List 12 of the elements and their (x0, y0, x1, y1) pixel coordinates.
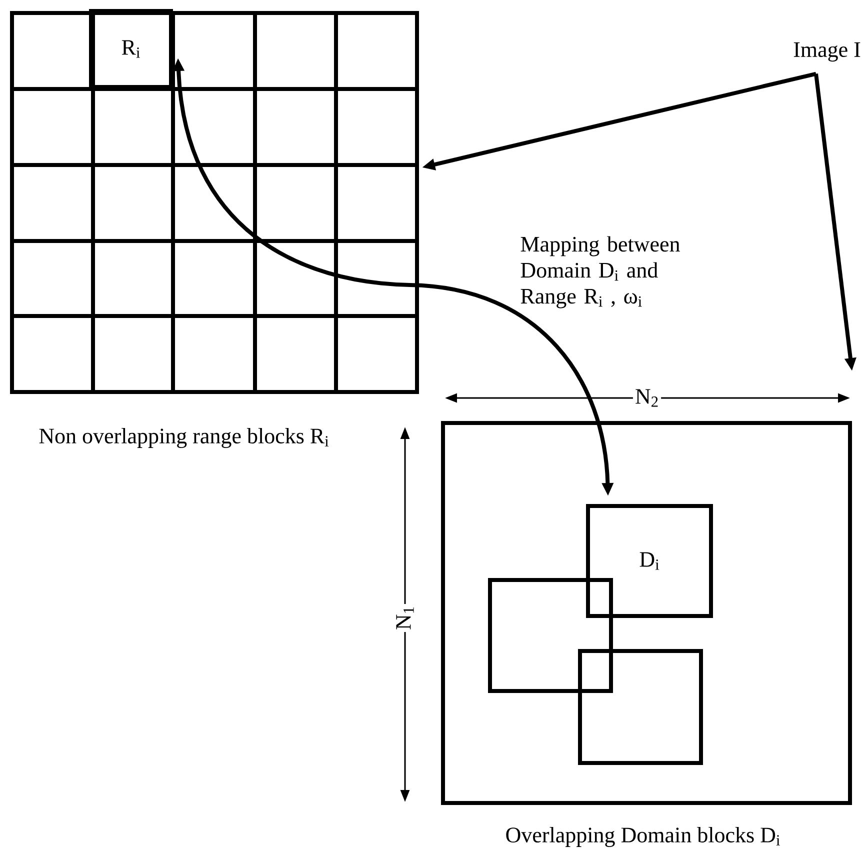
image-label: Image I (794, 42, 860, 62)
grid-cell: R$_{i}$ (89, 9, 173, 89)
range-grid (10, 11, 419, 394)
node-label: Non overlapping range blocks R$_{i}$ (39, 428, 329, 448)
dimension-label: N$_{2}$ (632, 387, 662, 409)
domain-block: D$_{i}$ (586, 504, 713, 618)
node-label: Overlapping Domain blocks D$_{i}$ (506, 827, 780, 847)
dimension-label: N$_{1}$ (394, 604, 416, 632)
domain-block (488, 578, 613, 693)
domain-block (578, 649, 703, 765)
annotation: Mapping between Domain D$_{i}$ and Range R$_{i}$ , ω$_{i}$ (520, 236, 680, 308)
domain-square (441, 421, 852, 805)
